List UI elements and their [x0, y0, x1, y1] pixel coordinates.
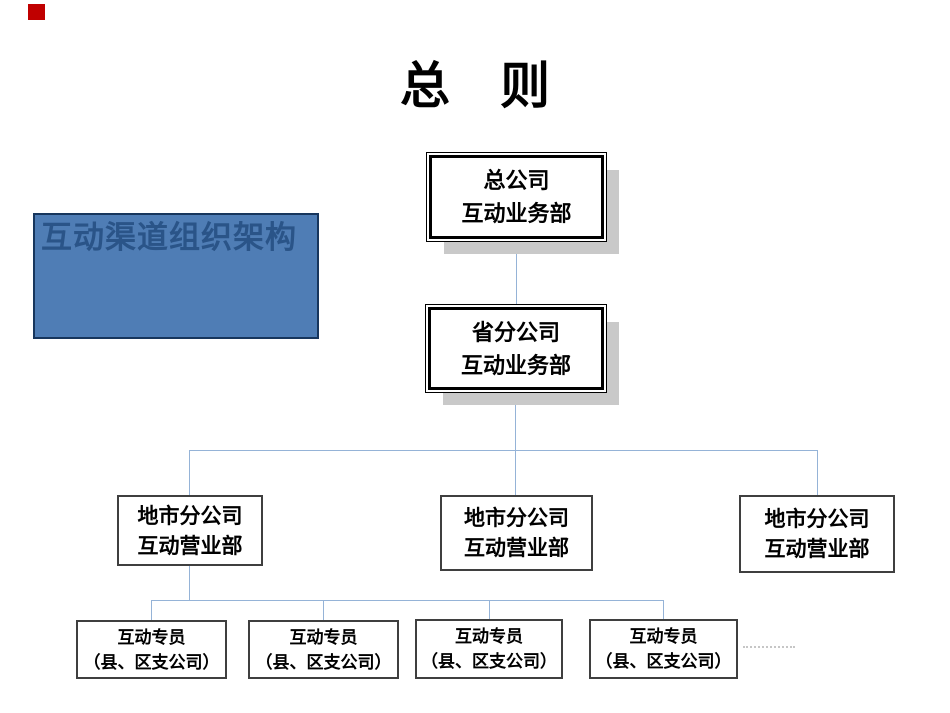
connector-city-left-stub	[189, 450, 190, 495]
connector-spec-rail	[151, 600, 664, 601]
org-node-specialist-1[interactable]: 互动专员 （县、区支公司）	[76, 620, 227, 679]
dotted-line	[743, 646, 795, 648]
org-node-line: 互动营业部	[764, 537, 870, 561]
org-node-line: 互动营业部	[464, 536, 569, 560]
org-node-city-middle[interactable]: 地市分公司 互动营业部	[440, 495, 593, 571]
org-node-line: 省分公司	[471, 319, 560, 345]
org-node-line: 互动营业部	[137, 533, 243, 558]
org-node-line: 互动专员	[117, 627, 186, 647]
connector-province-drop	[515, 393, 516, 450]
org-node-line: 地市分公司	[464, 506, 569, 530]
connector-city-mid-stub	[515, 450, 516, 495]
org-node-line: （县、区支公司）	[421, 652, 557, 671]
org-node-province[interactable]: 省分公司 互动业务部	[428, 307, 604, 390]
connector-spec3-stub	[489, 600, 490, 619]
connector-hq-province	[516, 242, 517, 304]
connector-city-rail	[189, 450, 818, 451]
org-node-line: （县、区支公司）	[595, 652, 732, 671]
connector-city-right-stub	[817, 450, 818, 495]
connector-spec1-stub	[151, 600, 152, 620]
org-node-line: 地市分公司	[137, 503, 243, 528]
org-node-specialist-3[interactable]: 互动专员 （县、区支公司）	[415, 619, 563, 679]
org-node-specialist-4[interactable]: 互动专员 （县、区支公司）	[589, 619, 738, 679]
connector-spec4-stub	[663, 600, 664, 619]
org-node-line: 互动专员	[455, 627, 523, 646]
org-node-headquarters[interactable]: 总公司 互动业务部	[429, 155, 604, 239]
org-node-line: 互动专员	[289, 627, 358, 647]
connector-spec2-stub	[323, 600, 324, 620]
org-node-city-right[interactable]: 地市分公司 互动营业部	[739, 495, 895, 573]
corner-marker	[28, 4, 45, 20]
org-node-line: （县、区支公司）	[255, 652, 392, 672]
connector-cityleft-drop	[189, 566, 190, 600]
org-node-line: 互动业务部	[460, 352, 571, 378]
label-box[interactable]: 互动渠道组织架构	[33, 213, 319, 339]
org-node-line: 互动专员	[629, 627, 698, 646]
page-title: 总 则	[400, 58, 550, 114]
org-node-line: 地市分公司	[764, 507, 870, 531]
org-node-line: 互动业务部	[461, 201, 572, 226]
org-node-city-left[interactable]: 地市分公司 互动营业部	[117, 495, 263, 566]
label-box-text: 互动渠道组织架构	[41, 220, 297, 255]
org-node-line: （县、区支公司）	[83, 652, 220, 672]
org-node-specialist-2[interactable]: 互动专员 （县、区支公司）	[248, 620, 399, 679]
org-node-line: 总公司	[483, 168, 550, 193]
